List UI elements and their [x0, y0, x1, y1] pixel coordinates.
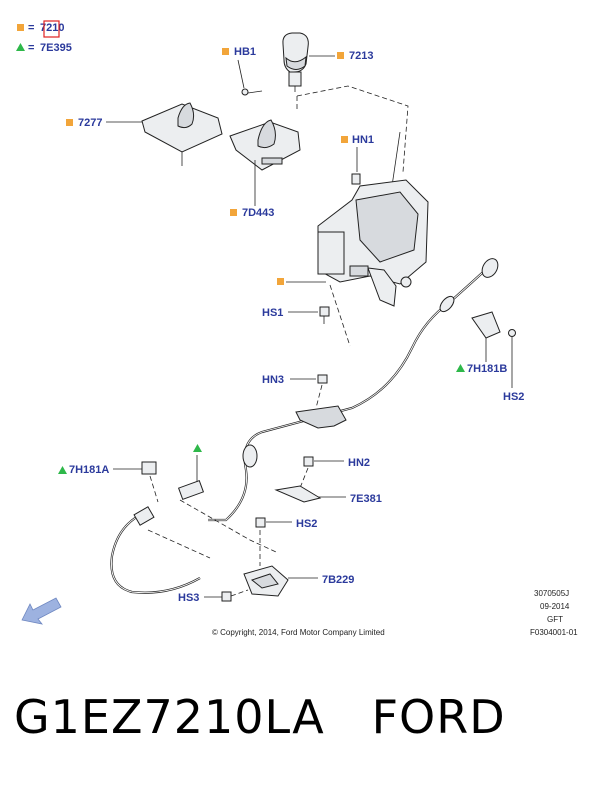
orange-square-icon: [341, 136, 348, 143]
orange-square-icon: [277, 278, 284, 285]
callout-7e381: 7E381: [350, 493, 382, 505]
green-triangle-icon: [16, 43, 25, 51]
part-title: G1EZ7210LA FORD: [14, 690, 506, 744]
parts-diagram: = 7210 = 7E395 7213 HB1 7277 7D443: [16, 20, 578, 637]
drawing-figure-id: F0304001-01: [530, 628, 578, 637]
shift-knob: [282, 32, 309, 92]
orange-square-icon: [337, 52, 344, 59]
callout-hs2-right: HS2: [503, 391, 524, 403]
callout-7277: 7277: [78, 117, 102, 129]
legend-highlight-box: [43, 20, 60, 38]
green-triangle-icon: [456, 364, 465, 372]
shift-boot-7277: [141, 102, 223, 166]
brand-name: FORD: [371, 690, 506, 744]
legend-equals-1: =: [28, 22, 34, 34]
copyright-notice: © Copyright, 2014, Ford Motor Company Li…: [212, 628, 385, 637]
drawing-code: 3070505J: [534, 589, 569, 598]
front-arrow-icon: [21, 597, 62, 625]
green-triangle-icon: [58, 466, 67, 474]
callout-hs3: HS3: [178, 592, 199, 604]
callout-hn1: HN1: [352, 134, 374, 146]
callout-hs1: HS1: [262, 307, 283, 319]
console-bezel-7d443: [229, 119, 301, 171]
legend-triangle-code: 7E395: [40, 42, 72, 54]
orange-square-icon: [66, 119, 73, 126]
callout-7d443: 7D443: [242, 207, 274, 219]
orange-square-icon: [17, 24, 24, 31]
part-number: G1EZ7210LA: [14, 690, 325, 744]
orange-square-icon: [222, 48, 229, 55]
callout-7h181b: 7H181B: [467, 363, 507, 375]
callout-hs2-mid: HS2: [296, 518, 317, 530]
shift-cable: [110, 258, 499, 594]
legend-equals-2: =: [28, 42, 34, 54]
callout-hn3: HN3: [262, 374, 284, 386]
green-triangle-icon: [193, 444, 202, 452]
callout-hb1: HB1: [234, 46, 256, 58]
callout-hn2: HN2: [348, 457, 370, 469]
shifter-housing: [317, 131, 429, 307]
orange-square-icon: [230, 209, 237, 216]
legend-square-code: 7210: [40, 22, 64, 34]
drawing-date: 09-2014: [540, 602, 570, 611]
callout-7213: 7213: [349, 50, 373, 62]
legend: = 7210 = 7E395: [16, 20, 72, 54]
callout-7b229: 7B229: [322, 574, 354, 586]
drawing-gft: GFT: [547, 615, 563, 624]
callout-7h181a: 7H181A: [69, 464, 109, 476]
